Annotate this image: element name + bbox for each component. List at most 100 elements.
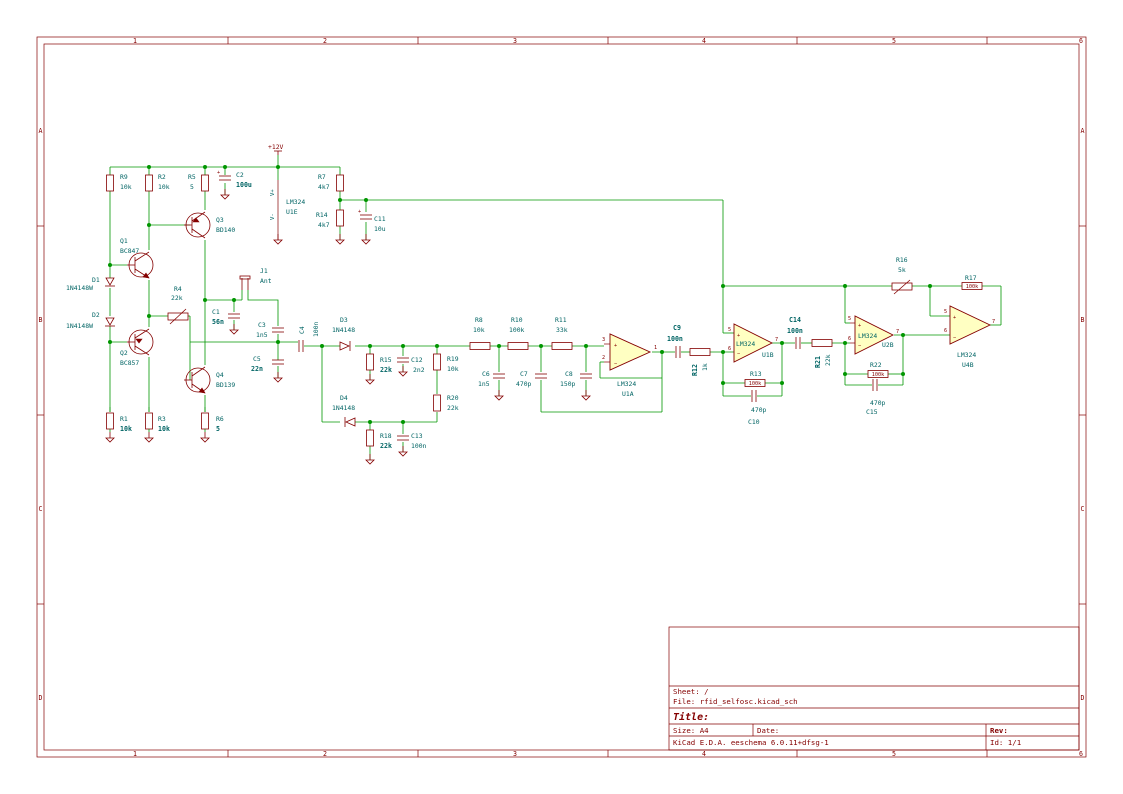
tb-rev: Rev: — [990, 726, 1008, 735]
label-r19-value: 10k — [447, 365, 459, 373]
capacitor-c15 — [872, 379, 878, 391]
label-r8-value: 10k — [473, 326, 485, 334]
ground-symbol — [365, 374, 375, 385]
svg-text:−: − — [858, 343, 861, 349]
resistor-r20 — [433, 394, 441, 412]
label-j1-ref: J1 — [260, 267, 268, 275]
label-r21-ref: R21 — [814, 356, 822, 368]
label-r3-value: 10k — [158, 425, 170, 433]
opamp-u4b: + − 5 6 7 — [944, 305, 995, 345]
capacitor-c10 — [751, 390, 757, 402]
ground-symbol — [200, 432, 210, 443]
tb-date: Date: — [757, 726, 779, 735]
label-c2-value: 100u — [236, 181, 252, 189]
ground-symbol — [361, 234, 371, 245]
svg-text:+: + — [358, 209, 361, 215]
diode-d4 — [344, 417, 356, 427]
svg-text:+: + — [858, 323, 861, 329]
label-r17-ref: R17 — [965, 274, 977, 282]
power-symbols: +12V — [105, 143, 591, 465]
column-label-bottom: 5 — [892, 750, 896, 758]
resistor-inner-value: 100k — [749, 381, 762, 387]
label-r18-ref: R18 — [380, 432, 392, 440]
capacitor-c9 — [675, 346, 681, 358]
label-u1a-value: LM324 — [617, 380, 636, 388]
column-label-bottom: 3 — [513, 750, 517, 758]
label-c10-ref: C10 — [748, 418, 760, 426]
svg-text:+: + — [953, 315, 956, 321]
label-r8-ref: R8 — [475, 316, 483, 324]
label-q4-ref: Q4 — [216, 371, 224, 379]
label-q1-ref: Q1 — [120, 237, 128, 245]
resistor-r10 — [507, 342, 529, 350]
capacitor-c11: + — [358, 209, 372, 220]
opamp-u1b: + − 5 6 7 — [728, 323, 778, 363]
column-label-top: 4 — [702, 37, 706, 45]
tb-sheet: Sheet: / — [673, 687, 709, 696]
svg-text:1: 1 — [654, 345, 657, 351]
label-r10-ref: R10 — [511, 316, 523, 324]
capacitor-c3 — [272, 327, 284, 333]
label-r10-value: 100k — [509, 326, 525, 334]
label-c3-value: 1n5 — [256, 331, 268, 339]
svg-text:−: − — [737, 351, 740, 357]
ground-symbol — [581, 390, 591, 401]
label-u1b-ref: U1B — [762, 351, 774, 359]
potentiometer-r4 — [167, 308, 189, 325]
connector-j1 — [239, 275, 251, 290]
transistor-q2 — [127, 328, 154, 356]
ground-symbol — [273, 372, 283, 383]
diode-d2 — [105, 317, 115, 327]
capacitor-c5 — [272, 359, 284, 365]
resistor-r12 — [689, 348, 711, 356]
label-r13-ref: R13 — [750, 370, 762, 378]
label-u2b-ref: U2B — [882, 341, 894, 349]
label-r1-ref: R1 — [120, 415, 128, 423]
svg-text:+: + — [737, 333, 740, 339]
resistor-r1 — [106, 407, 114, 432]
column-label-top: 3 — [513, 37, 517, 45]
svg-text:3: 3 — [602, 337, 605, 343]
vplus-label: +12V — [268, 143, 284, 151]
label-q4-value: BD139 — [216, 381, 235, 389]
label-r16-ref: R16 — [896, 256, 908, 264]
row-label-right: A — [1081, 127, 1085, 135]
label-c6-value: 1n5 — [478, 380, 490, 388]
svg-text:6: 6 — [728, 346, 731, 352]
resistor-r3 — [145, 407, 153, 432]
potentiometer-r16 — [891, 279, 913, 295]
label-r18-value: 22k — [380, 442, 392, 450]
resistor-r11 — [551, 342, 573, 350]
vplus-power-symbol: +12V — [268, 143, 284, 155]
column-label-bottom: 2 — [323, 750, 327, 758]
resistor-r6 — [201, 407, 209, 432]
label-c9-value: 100n — [667, 335, 683, 343]
ground-symbol — [365, 454, 375, 465]
label-r9-ref: R9 — [120, 173, 128, 181]
row-label-left: D — [39, 694, 43, 702]
tb-title: Title: — [673, 711, 709, 723]
svg-text:2: 2 — [602, 355, 605, 361]
label-r7-ref: R7 — [318, 173, 326, 181]
label-u4b-ref: U4B — [962, 361, 974, 369]
svg-text:5: 5 — [944, 309, 947, 315]
label-c6-ref: C6 — [482, 370, 490, 378]
label-r11-ref: R11 — [555, 316, 567, 324]
column-label-bottom: 4 — [702, 750, 706, 758]
label-c1-value: 56n — [212, 318, 224, 326]
title-block: Sheet: / File: rfid_selfosc.kicad_sch Ti… — [668, 626, 1080, 751]
label-r14-value: 4k7 — [318, 221, 330, 229]
label-c12-value: 2n2 — [413, 366, 425, 374]
label-q1-value: BC847 — [120, 247, 139, 255]
svg-text:−: − — [953, 335, 956, 341]
label-c11-value: 10u — [374, 225, 386, 233]
label-r16-value: 5k — [898, 266, 906, 274]
label-u1a-ref: U1A — [622, 390, 634, 398]
resistor-r22: 100k — [867, 370, 889, 378]
resistor-r9 — [106, 174, 114, 192]
wires — [109, 155, 1002, 460]
label-r2-ref: R2 — [158, 173, 166, 181]
svg-text:6: 6 — [944, 328, 947, 334]
label-d4-value: 1N4148 — [332, 404, 355, 412]
